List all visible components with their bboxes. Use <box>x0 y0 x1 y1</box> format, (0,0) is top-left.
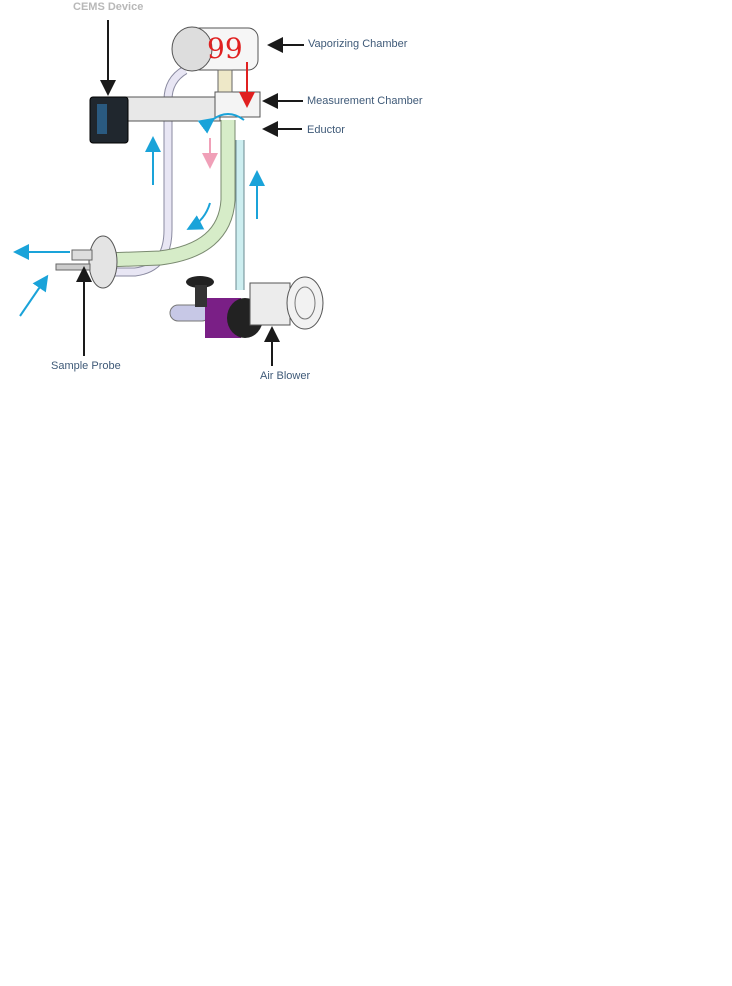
probe-flange <box>88 235 118 289</box>
measurement-chamber <box>214 91 261 118</box>
label-measurement-chamber: Measurement Chamber <box>307 95 423 107</box>
label-eductor: Eductor <box>307 124 345 136</box>
flow-arrow-intake <box>19 274 49 317</box>
label-vaporizing-chamber: Vaporizing Chamber <box>308 38 408 50</box>
flow-arrow-curve <box>186 202 211 230</box>
air-blower <box>169 276 324 338</box>
label-cems-device: CEMS Device <box>73 1 144 13</box>
heat-swirl-icon: 99 <box>207 32 243 65</box>
label-air-blower: Air Blower <box>260 370 311 382</box>
cems-device <box>89 96 129 144</box>
sample-probe <box>55 263 91 271</box>
label-sample-probe: Sample Probe <box>51 360 121 372</box>
measurement-tube <box>124 96 221 122</box>
eductor-swirl-icon <box>197 113 245 134</box>
